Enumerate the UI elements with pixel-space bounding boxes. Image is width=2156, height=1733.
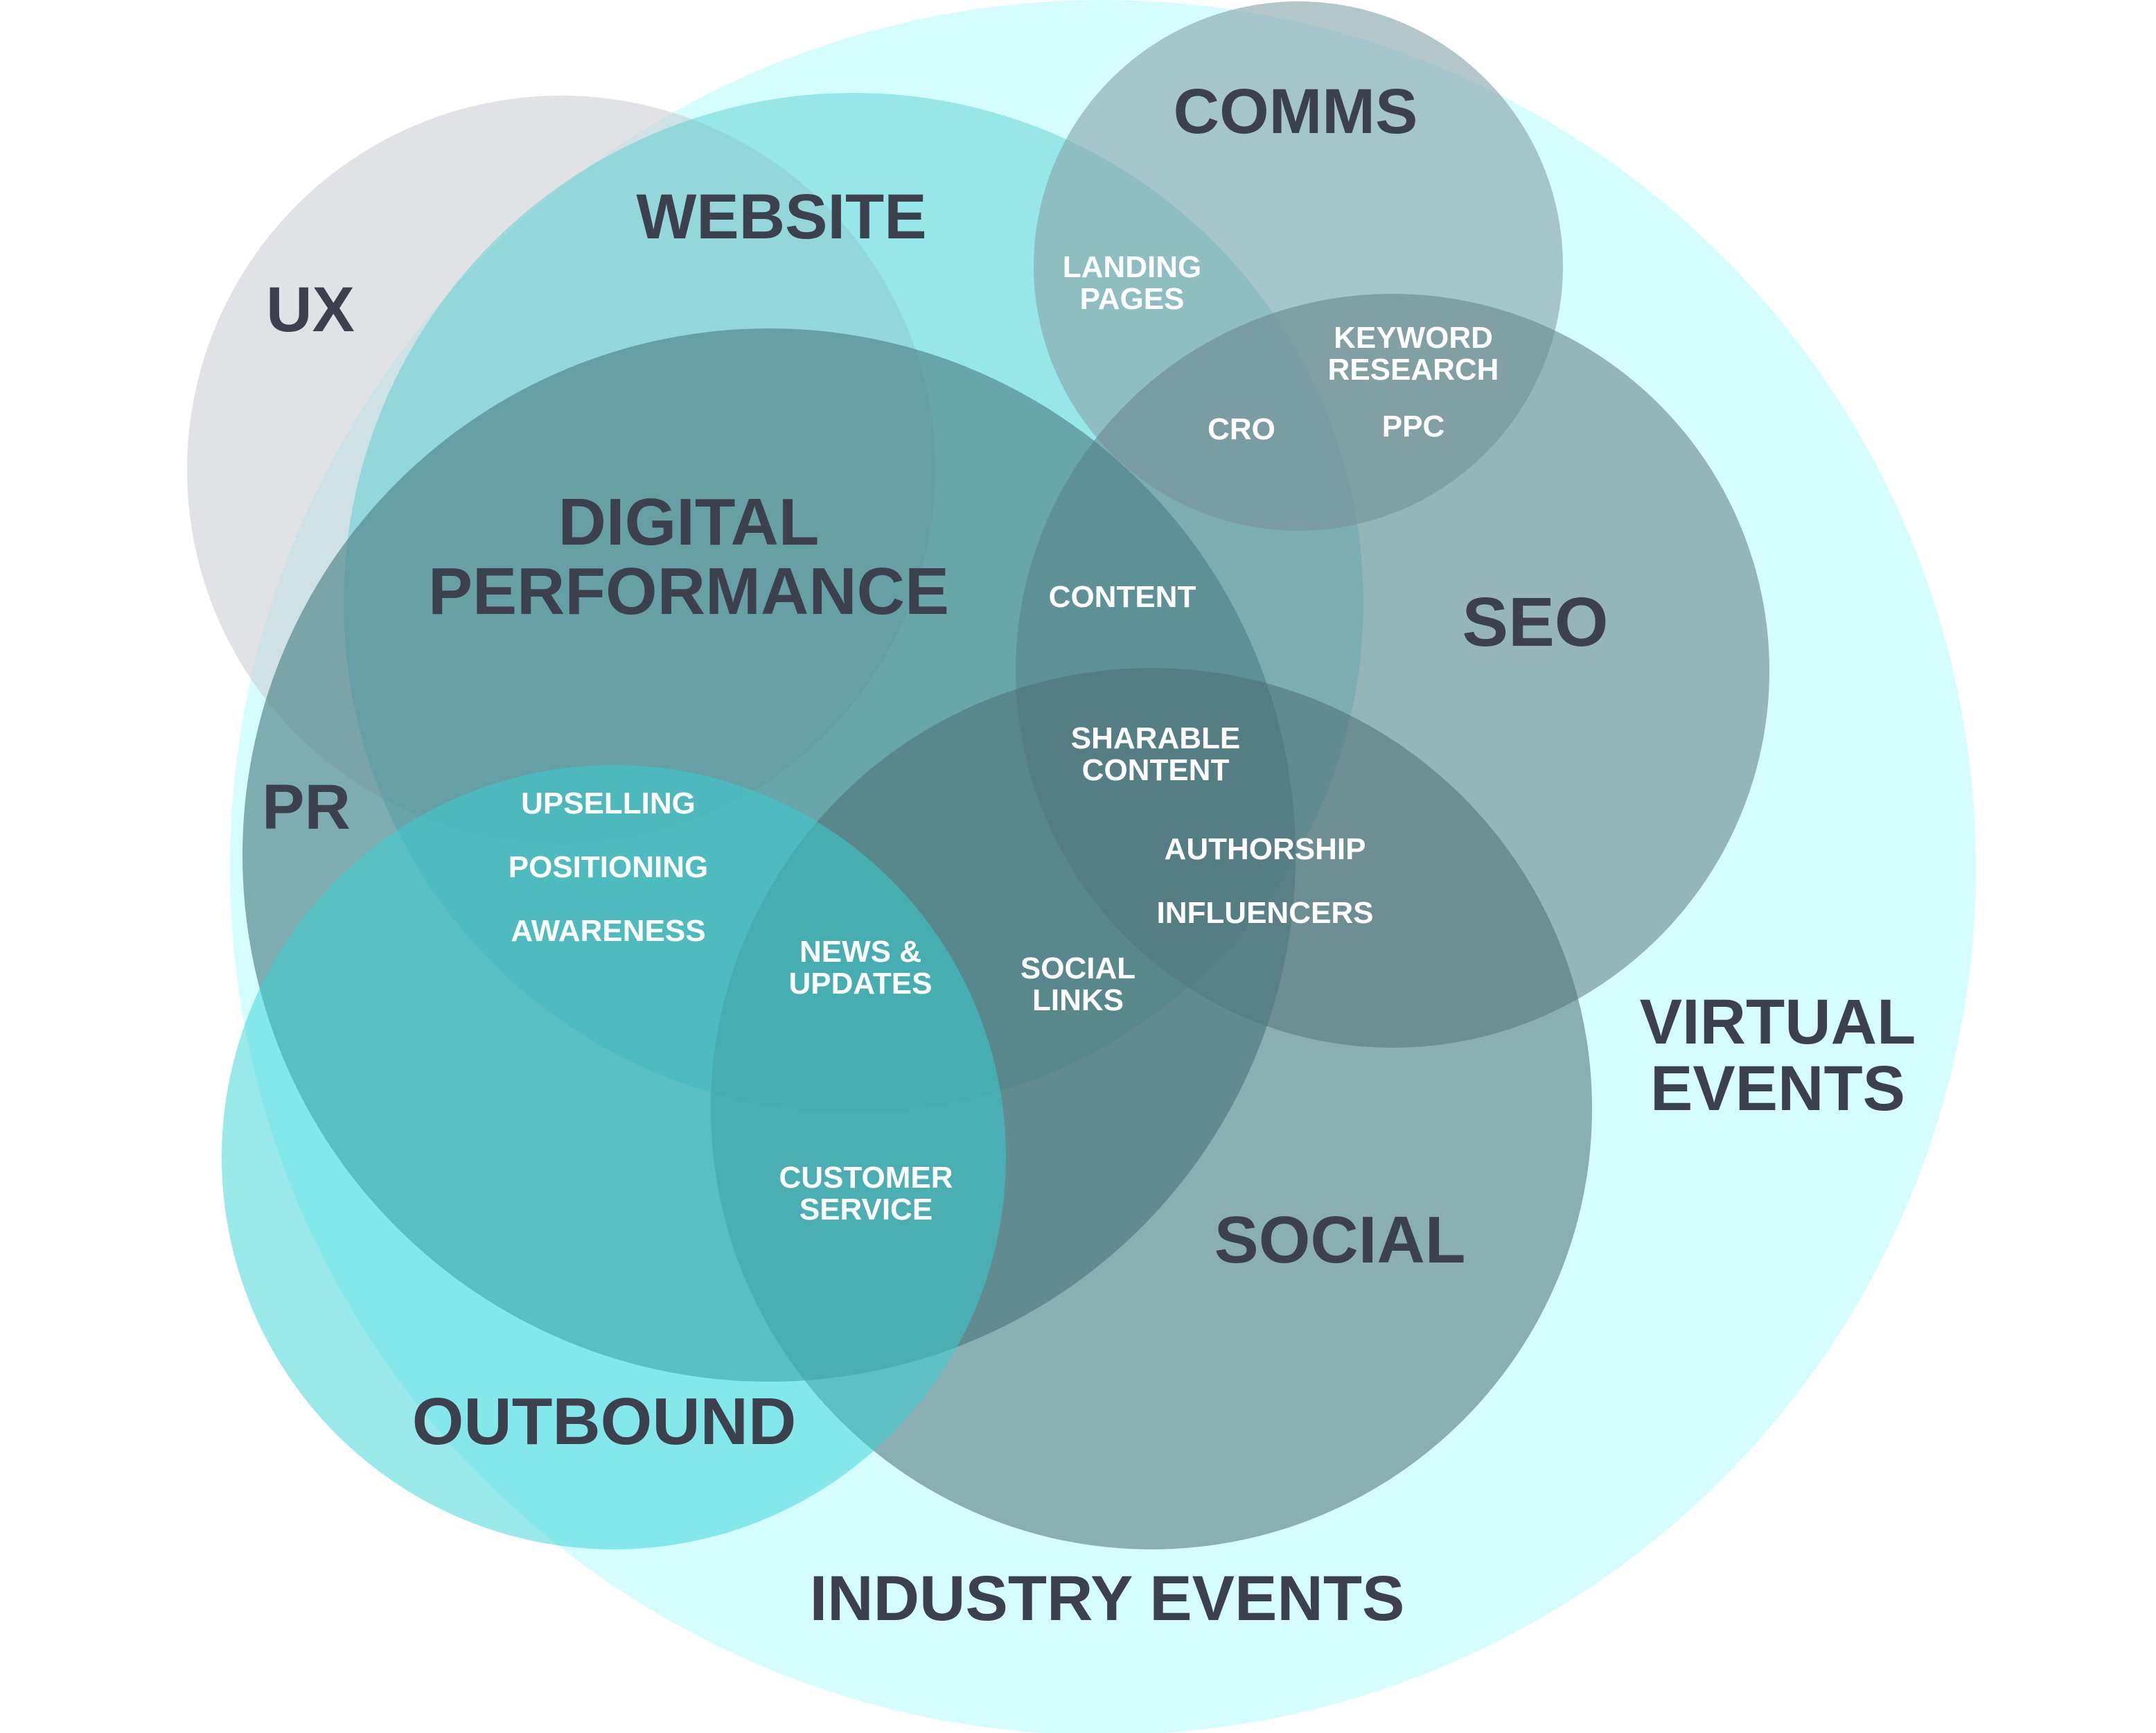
intersection-label-line: CONTENT — [1049, 580, 1196, 614]
intersection-label-authorship: AUTHORSHIP — [1165, 832, 1366, 866]
intersection-label-line: CRO — [1208, 412, 1275, 446]
set-label-comms: COMMS — [1174, 76, 1418, 147]
set-label-seo: SEO — [1462, 583, 1608, 661]
set-label-line: UX — [266, 274, 355, 345]
set-label-ux: UX — [266, 274, 355, 345]
intersection-label-line: UPDATES — [789, 967, 933, 1001]
set-label-website: WEBSITE — [636, 182, 926, 252]
intersection-label-content: CONTENT — [1049, 580, 1196, 614]
set-label-line: PR — [262, 772, 351, 843]
intersection-label-line: LINKS — [1032, 983, 1124, 1017]
set-label-pr: PR — [262, 772, 351, 843]
intersection-label-influencers: INFLUENCERS — [1157, 896, 1374, 930]
set-label-line: DIGITAL — [558, 485, 820, 559]
set-label-line: PERFORMANCE — [428, 554, 949, 628]
set-label-social: SOCIAL — [1214, 1203, 1466, 1277]
set-label-line: SOCIAL — [1214, 1203, 1466, 1277]
set-label-line: EVENTS — [1650, 1053, 1905, 1124]
venn-circles — [187, 0, 1976, 1733]
set-label-line: WEBSITE — [636, 182, 926, 252]
set-label-outbound: OUTBOUND — [412, 1384, 797, 1459]
intersection-label-line: UPSELLING — [521, 786, 696, 820]
intersection-label-line: CONTENT — [1082, 753, 1230, 787]
set-label-line: INDUSTRY EVENTS — [810, 1563, 1405, 1634]
intersection-label-line: CUSTOMER — [779, 1161, 953, 1195]
intersection-label-line: NEWS & — [799, 935, 921, 969]
intersection-label-line: AWARENESS — [511, 914, 705, 948]
set-label-line: OUTBOUND — [412, 1384, 797, 1459]
intersection-label-line: KEYWORD — [1334, 321, 1493, 355]
intersection-label-cro: CRO — [1208, 412, 1275, 446]
set-label-line: VIRTUAL — [1640, 987, 1916, 1057]
intersection-label-line: AUTHORSHIP — [1165, 832, 1366, 866]
intersection-label-line: POSITIONING — [509, 850, 708, 884]
intersection-label-awareness: AWARENESS — [511, 914, 705, 948]
intersection-label-line: INFLUENCERS — [1157, 896, 1374, 930]
intersection-label-line: SOCIAL — [1020, 951, 1136, 985]
intersection-label-line: PPC — [1382, 410, 1444, 443]
intersection-label-line: RESEARCH — [1328, 353, 1499, 387]
intersection-label-ppc: PPC — [1382, 410, 1444, 443]
intersection-label-line: SERVICE — [799, 1193, 933, 1226]
intersection-label-line: LANDING — [1063, 250, 1201, 284]
intersection-label-line: SHARABLE — [1071, 721, 1240, 755]
intersection-label-upselling: UPSELLING — [521, 786, 696, 820]
set-label-line: SEO — [1462, 583, 1608, 661]
intersection-label-news-updates: NEWS &UPDATES — [789, 935, 933, 1001]
set-label-industry: INDUSTRY EVENTS — [810, 1563, 1405, 1634]
intersection-label-positioning: POSITIONING — [509, 850, 708, 884]
set-label-line: COMMS — [1174, 76, 1418, 147]
intersection-label-line: PAGES — [1080, 282, 1185, 316]
circle-outbound — [222, 765, 1006, 1549]
